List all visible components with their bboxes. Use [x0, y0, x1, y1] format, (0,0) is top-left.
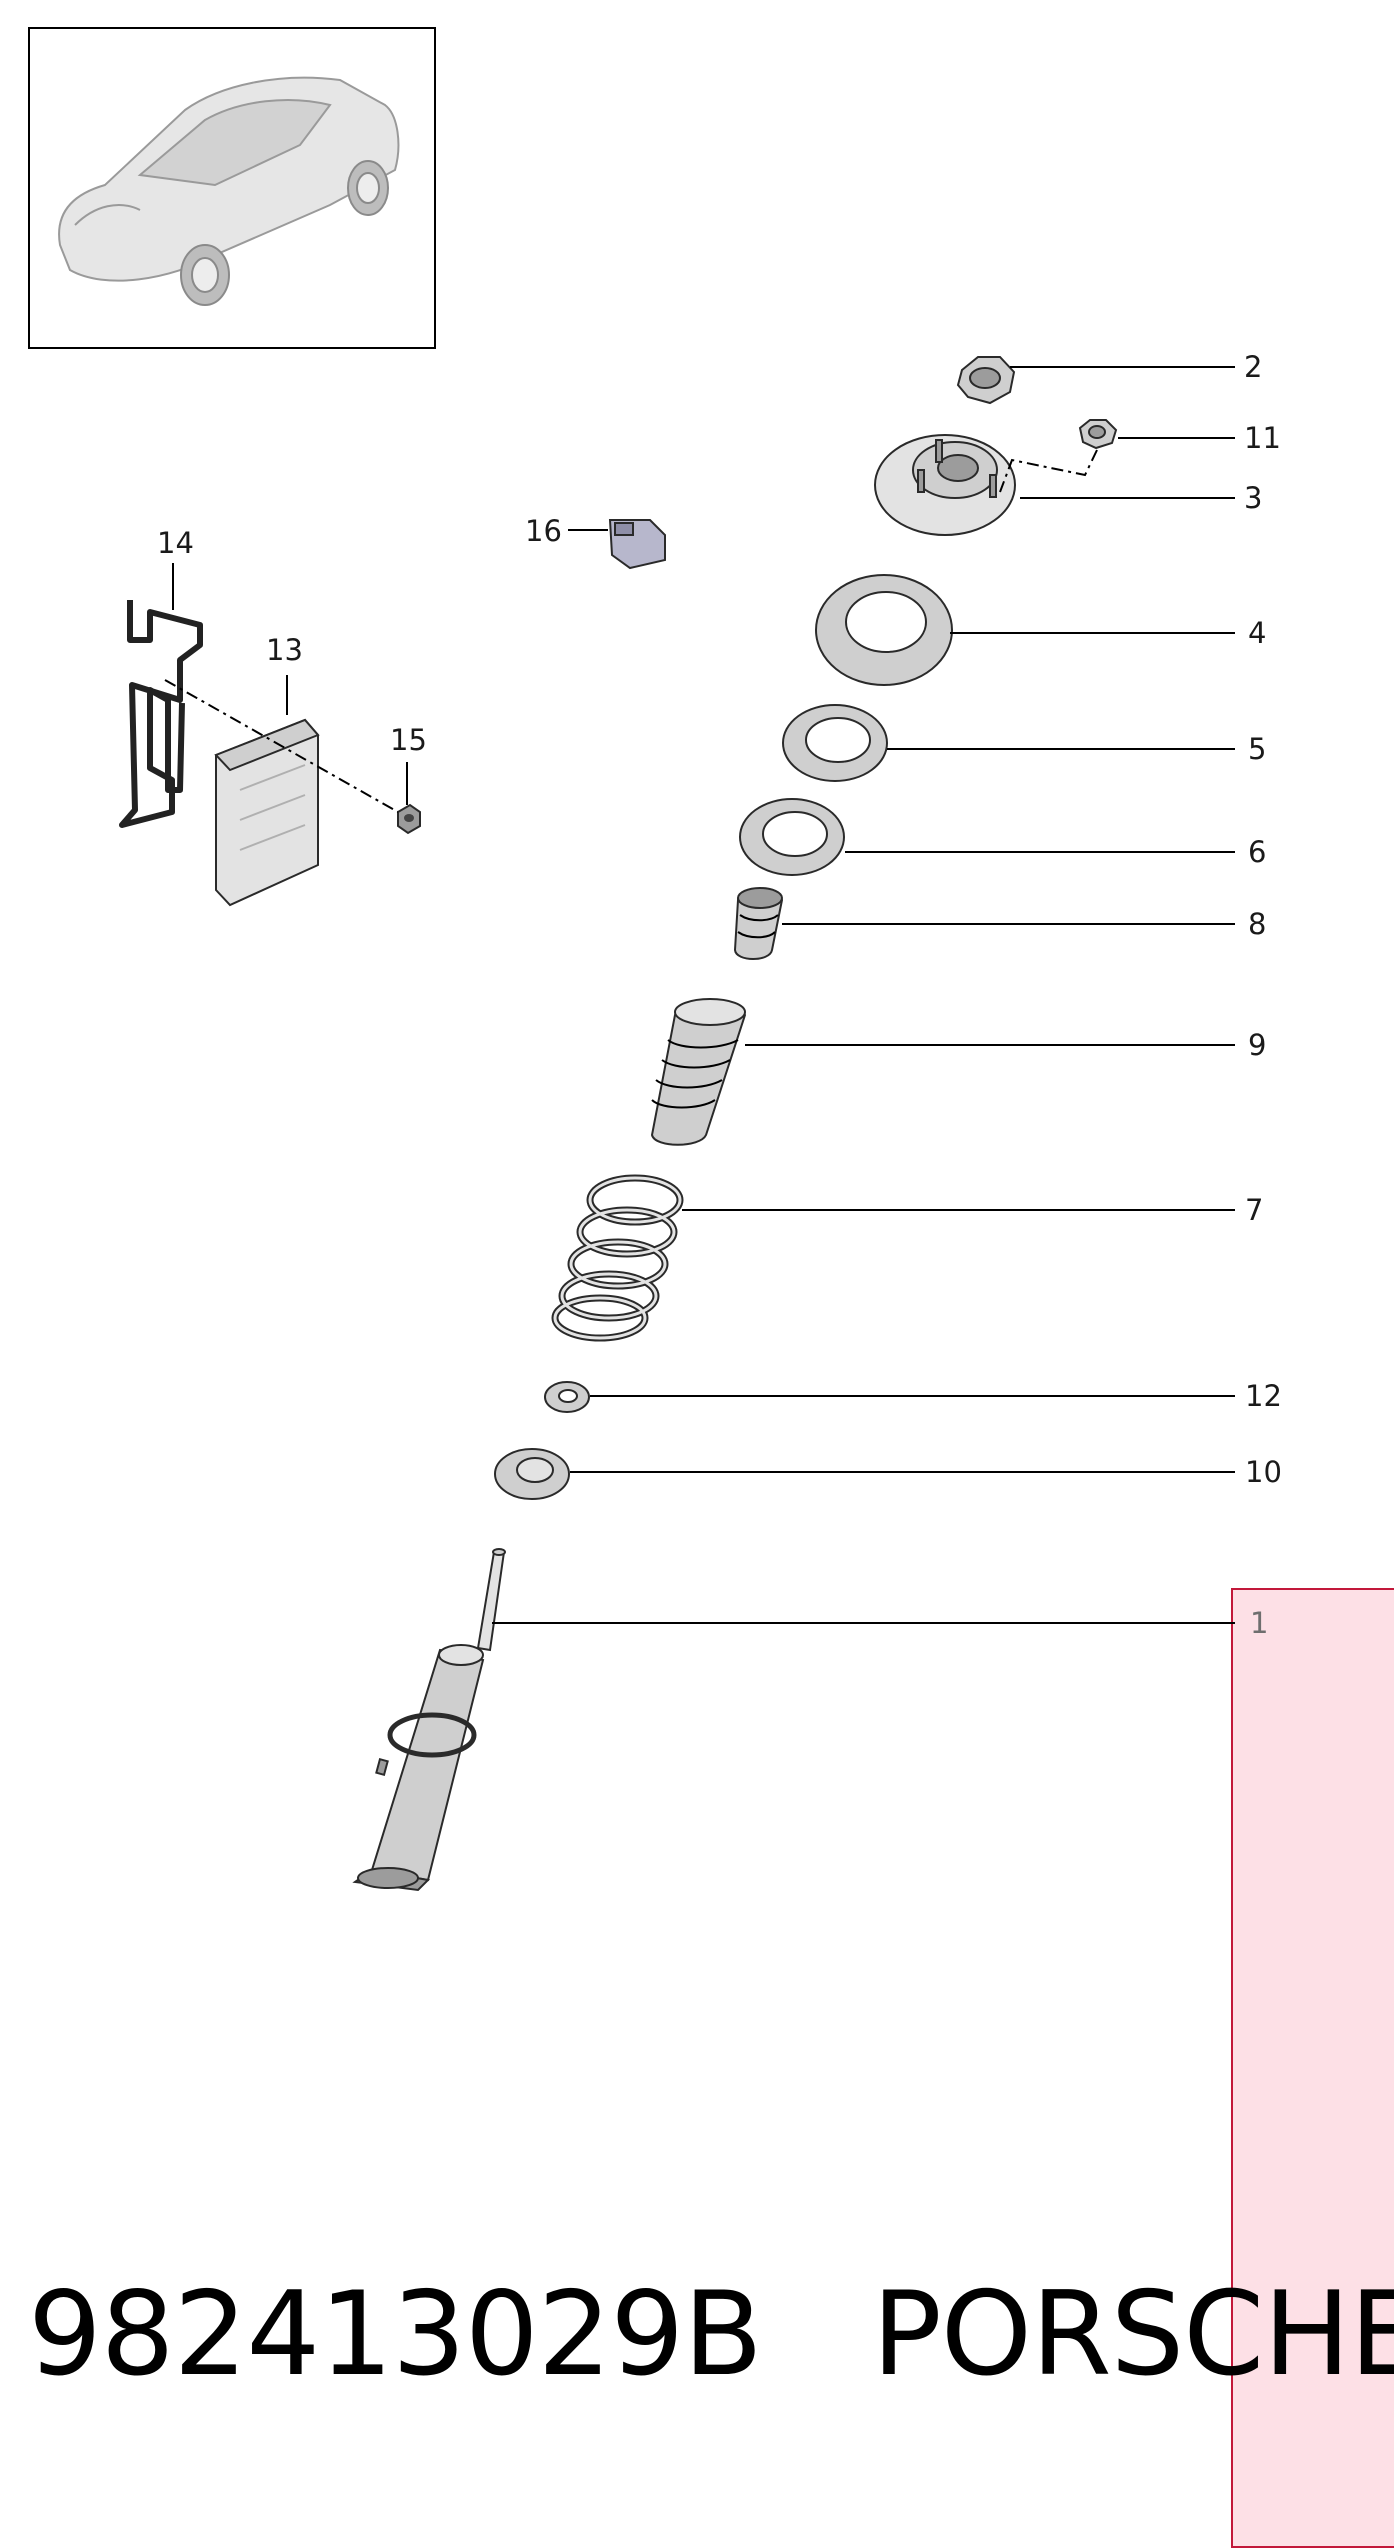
callout-7: 7: [1245, 1193, 1263, 1227]
callout-12: 12: [1245, 1379, 1282, 1413]
callout-5: 5: [1248, 732, 1266, 766]
callout-9: 9: [1248, 1028, 1266, 1062]
part-3-top-mount[interactable]: [874, 434, 1016, 536]
part-13-control-unit[interactable]: [214, 718, 320, 907]
part-15-nut[interactable]: [397, 803, 421, 835]
caption: 982413029B PORSCHE: [28, 2270, 1394, 2400]
callout-10: 10: [1245, 1455, 1282, 1489]
part-11-nut[interactable]: [1078, 419, 1118, 450]
car-thumbnail: [28, 27, 436, 349]
assembly-axis-14-15: [164, 679, 399, 813]
part-6-ring[interactable]: [739, 798, 845, 876]
part-10-lower-seat[interactable]: [494, 1448, 570, 1500]
callout-15: 15: [390, 723, 427, 757]
callout-3: 3: [1244, 481, 1262, 515]
part-12-washer[interactable]: [544, 1381, 590, 1413]
callout-8: 8: [1248, 907, 1266, 941]
callout-11: 11: [1244, 421, 1281, 455]
part-1-shock-absorber[interactable]: [352, 1548, 506, 1892]
part-8-bump-stop[interactable]: [733, 887, 784, 960]
callout-13: 13: [266, 633, 303, 667]
assembly-axis-11-3: [999, 449, 1098, 493]
part-7-coil-spring[interactable]: [551, 1174, 684, 1342]
part-14-bracket[interactable]: [119, 600, 203, 828]
part-number: 982413029B: [28, 2267, 763, 2402]
part-2-nut[interactable]: [956, 356, 1016, 405]
callout-16: 16: [525, 514, 562, 548]
callout-2: 2: [1244, 350, 1262, 384]
part-4-spring-seat[interactable]: [815, 574, 953, 686]
callout-14: 14: [157, 526, 194, 560]
part-5-ring[interactable]: [782, 704, 888, 782]
callout-1[interactable]: 1: [1250, 1606, 1268, 1640]
brand-name: PORSCHE: [871, 2267, 1394, 2402]
callout-6: 6: [1248, 835, 1266, 869]
part-16-sensor[interactable]: [608, 519, 666, 570]
highlight-panel: [1231, 1588, 1394, 2548]
car-thumbnail-icon: [58, 76, 400, 306]
part-9-dust-boot[interactable]: [650, 998, 747, 1146]
callout-4: 4: [1248, 616, 1266, 650]
